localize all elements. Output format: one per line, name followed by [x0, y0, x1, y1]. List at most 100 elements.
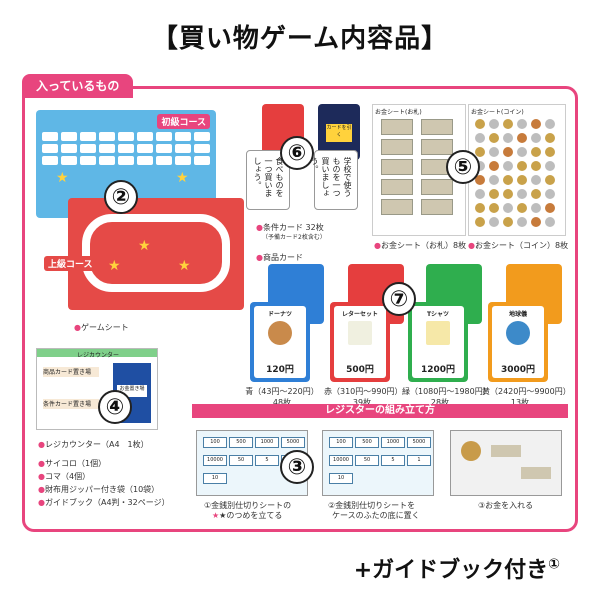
coin-icon — [545, 147, 555, 157]
money-slot: 10000 — [329, 455, 353, 466]
badge-7: ⑦ — [382, 282, 416, 316]
coin-icon — [489, 175, 499, 185]
product-color-range: 黄（2420円〜9900円） — [482, 387, 571, 396]
coin-icon — [475, 175, 485, 185]
assembly-step1-text-b: ★★のつめを立てる — [212, 511, 283, 520]
assembly-title: レジスターの組み立て方 — [192, 404, 568, 418]
assembly-step1-text: ①金銭別仕切りシートの — [204, 501, 292, 510]
money-slot: 50 — [355, 455, 379, 466]
star-icon: ★ — [108, 258, 121, 274]
product-card-count: 48枚 — [272, 398, 292, 407]
badge-5: ⑤ — [446, 150, 480, 184]
money-slot: 100 — [329, 437, 353, 448]
guidebook-note: +ガイドブック付き① — [353, 556, 560, 583]
list-item: ●サイコロ（1個） — [38, 459, 107, 468]
money-slot: 100 — [203, 437, 227, 448]
coin-icon — [489, 147, 499, 157]
coin-icon — [531, 189, 541, 199]
product-color-range: 青（43円〜220円） — [245, 387, 319, 396]
coin-icon — [545, 189, 555, 199]
condition-card-school: 学校で使うものを一つ買いましょう。 — [310, 150, 358, 210]
coin-icon — [517, 203, 527, 213]
envelope-icon — [348, 321, 372, 345]
money-slot: 10 — [329, 473, 353, 484]
product-price: 120円 — [266, 365, 294, 375]
money-slot: 5000 — [407, 437, 431, 448]
register-header: レジカウンター — [77, 352, 120, 359]
money-slot: 5000 — [281, 437, 305, 448]
register-row-1: 商品カード置き場 — [43, 367, 99, 377]
coin-icon — [531, 203, 541, 213]
product-card-count: 39枚 — [352, 398, 372, 407]
coin-icon — [545, 217, 555, 227]
coin-icon — [545, 175, 555, 185]
coin-icon — [503, 161, 513, 171]
tshirt-icon — [426, 321, 450, 345]
game-sheet-caption: ●ゲームシート — [74, 323, 129, 332]
page-title: 【買い物ゲーム内容品】 — [151, 24, 449, 54]
coin-icon — [475, 189, 485, 199]
coin-icon — [489, 217, 499, 227]
money-slot: 1 — [407, 455, 431, 466]
coin-icon — [475, 119, 485, 129]
coin-icon — [475, 203, 485, 213]
coin-icon — [517, 133, 527, 143]
coin-icon — [503, 147, 513, 157]
condition-card-caption: ●条件カード 32枚 — [256, 223, 324, 232]
assembly-step3-text: ③お金を入れる — [478, 501, 534, 510]
coin-icon — [489, 161, 499, 171]
product-card-count: 13枚 — [510, 398, 530, 407]
coin-icon — [531, 133, 541, 143]
money-slot: 10000 — [203, 455, 227, 466]
list-item: ●ガイドブック（A4判・32ページ） — [38, 498, 170, 507]
contents-list: ●レジカウンター（A4 1枚） ●サイコロ（1個） ●コマ（4個） ●財布用ジッ… — [38, 438, 170, 509]
product-color-range: 赤（310円〜990円） — [324, 387, 403, 396]
coin-icon — [545, 161, 555, 171]
badge-6: ⑥ — [280, 136, 314, 170]
coin-icon — [517, 147, 527, 157]
donut-icon — [268, 321, 292, 345]
advanced-game-sheet: ★ ★ ★ — [68, 198, 244, 310]
star-icon: ★ — [138, 238, 151, 254]
coin-icon — [517, 217, 527, 227]
condition-card-subcaption: （予備カード2枚含む） — [262, 234, 326, 241]
coin-sheet: お金シート(コイン) — [468, 104, 566, 236]
section-tab: 入っているもの — [22, 74, 134, 98]
coin-icon — [503, 133, 513, 143]
badge-3: ③ — [280, 450, 314, 484]
advanced-label: 上級コース — [44, 256, 97, 271]
coin-icon — [531, 161, 541, 171]
product-name: Tシャツ — [426, 311, 450, 318]
coin-icon — [503, 175, 513, 185]
bill-sheet-caption: ●お金シート（お札）8枚 — [374, 241, 467, 250]
beginner-label: 初級コース — [157, 114, 210, 129]
coin-icon — [517, 161, 527, 171]
product-price: 500円 — [346, 365, 374, 375]
coin-icon — [517, 189, 527, 199]
star-icon: ★ — [56, 170, 69, 186]
money-slot: 5 — [255, 455, 279, 466]
bill-sheet-header: お金シート(お札) — [375, 109, 422, 116]
coin-icon — [475, 147, 485, 157]
product-color-range: 緑（1080円〜1980円） — [402, 387, 491, 396]
register-counter-sheet: レジカウンター 商品カード置き場 条件カード置き場 お金置き場 — [36, 348, 158, 430]
money-slot: 5 — [381, 455, 405, 466]
money-slot: 50 — [229, 455, 253, 466]
list-item: ●レジカウンター（A4 1枚） — [38, 440, 149, 449]
list-item: ●財布用ジッパー付き袋（10袋） — [38, 485, 160, 494]
money-slot: 1000 — [381, 437, 405, 448]
register-row-2: 条件カード置き場 — [43, 399, 99, 409]
coin-icon — [545, 119, 555, 129]
star-icon: ★ — [178, 258, 191, 274]
badge-2: ② — [104, 180, 138, 214]
coin-icon — [517, 119, 527, 129]
money-slot: 500 — [229, 437, 253, 448]
coin-icon — [489, 133, 499, 143]
product-name: 地球儀 — [508, 311, 527, 318]
money-slot: 1000 — [255, 437, 279, 448]
product-name: ドーナツ — [267, 311, 292, 318]
coin-icon — [503, 119, 513, 129]
